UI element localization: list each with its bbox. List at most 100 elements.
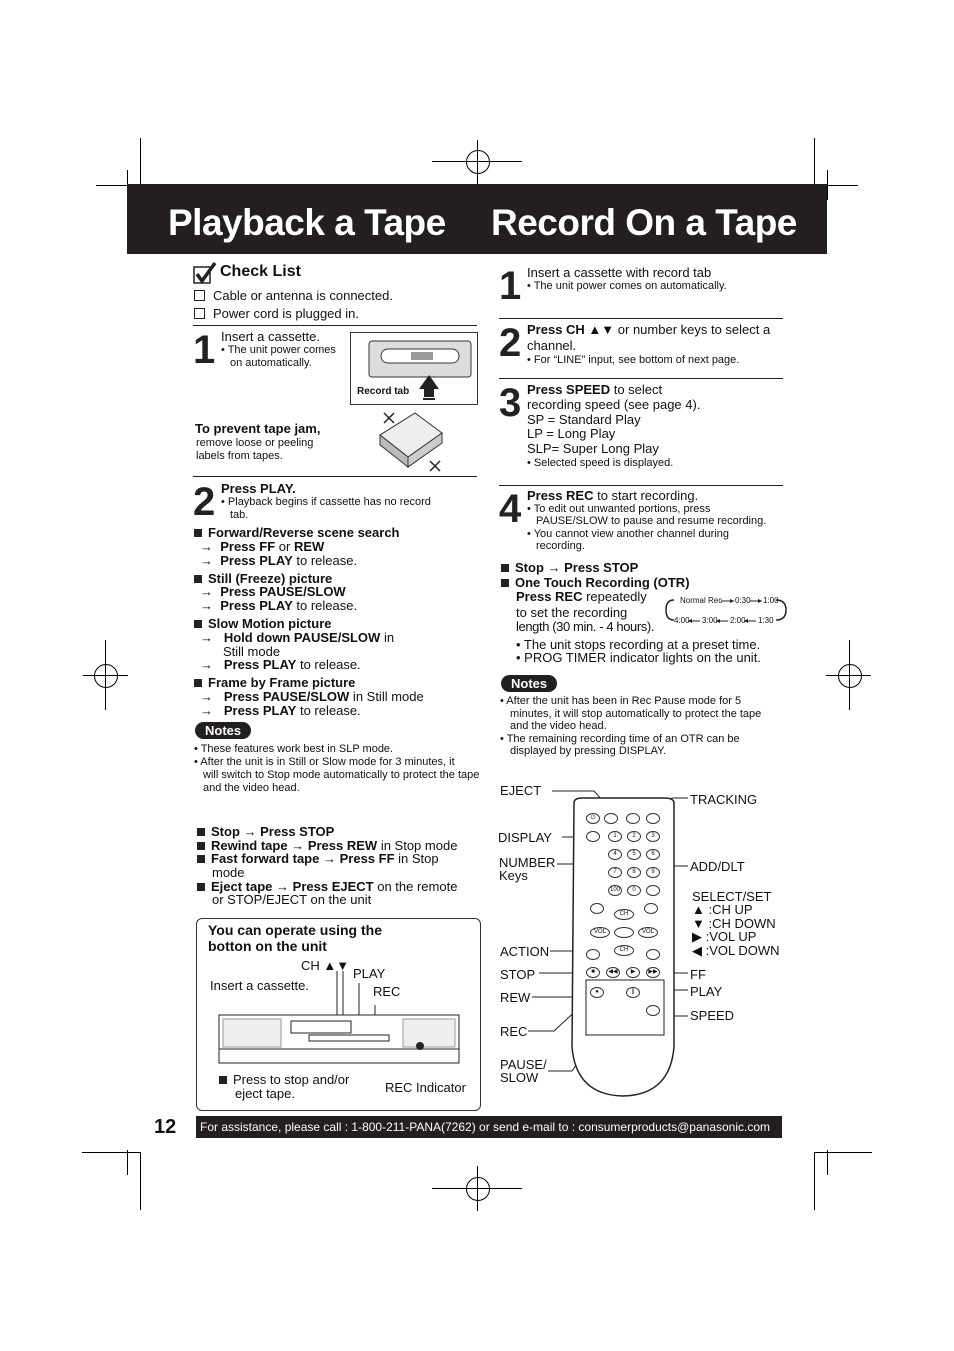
night-button[interactable] (626, 813, 640, 824)
unit-press-stop: eject tape. (235, 1086, 295, 1101)
mute-button[interactable] (590, 903, 604, 914)
step-text: Insert a cassette. (221, 329, 320, 344)
vol-up-button[interactable]: VOL (638, 927, 658, 938)
remote-label-ff: FF (690, 967, 706, 982)
otr-text: length (30 min. - 4 hours). (516, 619, 655, 634)
rec-button[interactable]: ● (590, 987, 604, 998)
step-note: • The unit power comes on automatically. (527, 280, 727, 292)
otr-text: Press REC repeatedly (516, 589, 647, 604)
tape-jam-text: labels from tapes. (196, 450, 283, 462)
number-key-6[interactable]: 6 (646, 849, 660, 860)
tape-jam-title: To prevent tape jam, (195, 421, 321, 436)
number-key-0[interactable]: 0 (627, 885, 641, 896)
step-text: Press CH ▲▼ or number keys to select a (527, 322, 771, 337)
step-text: Press SPEED to select (527, 382, 663, 397)
frame-line: → Press PAUSE/SLOW in Still mode (200, 689, 424, 704)
power-button[interactable]: ⏻ (586, 813, 600, 824)
cassette-icon (368, 340, 472, 400)
tape-jam-icon (379, 412, 443, 472)
number-key-4[interactable]: 4 (608, 849, 622, 860)
checklist-item: Power cord is plugged in. (194, 306, 359, 322)
otr-step: 2:00 (730, 616, 746, 625)
add-dlt-button[interactable] (646, 885, 660, 896)
rew-button[interactable]: ◀◀ (606, 967, 620, 978)
otr-bullet: • The unit stops recording at a preset t… (516, 637, 761, 652)
number-key-100[interactable]: 100 (608, 885, 622, 896)
play-button[interactable]: ▶ (626, 967, 640, 978)
ffrew-line: → Press FF or REW (200, 539, 325, 554)
number-key-8[interactable]: 8 (627, 867, 641, 878)
pause-slow-button[interactable]: ❙ (626, 987, 640, 998)
note-line: minutes, it will stop automatically to p… (510, 708, 762, 720)
step-text: recording speed (see page 4). (527, 397, 701, 412)
tape-jam-text: remove loose or peeling (196, 437, 314, 449)
number-key-3[interactable]: 3 (646, 831, 660, 842)
notes-label: Notes (195, 722, 252, 739)
step-number: 1 (193, 328, 216, 372)
slow-line: → Hold down PAUSE/SLOW in (200, 630, 395, 645)
number-key-2[interactable]: 2 (627, 831, 641, 842)
remote-label-tracking: TRACKING (690, 792, 758, 807)
vol-down-button[interactable]: VOL (590, 927, 610, 938)
ch-up-button[interactable]: CH (614, 909, 634, 920)
rec-stop: Stop → Press STOP (501, 560, 638, 576)
checklist-item: Cable or antenna is connected. (194, 288, 393, 304)
step-note: • For “LINE” input, see bottom of next p… (527, 354, 740, 366)
step-note: • You cannot view another channel during (527, 528, 730, 540)
stop-button[interactable]: ■ (586, 967, 600, 978)
step-text: Press REC to start recording. (527, 488, 699, 503)
sleep-button[interactable] (646, 813, 660, 824)
ff-button[interactable]: ▶▶ (646, 967, 660, 978)
unit-rec-indicator: REC Indicator (385, 1080, 466, 1095)
remote-label-play: PLAY (690, 984, 723, 999)
ffrew-title: Forward/Reverse scene search (194, 525, 400, 541)
otr-step: Normal Rec (680, 596, 723, 605)
display-button[interactable] (586, 831, 600, 842)
remote-label-adddlt: ADD/DLT (690, 859, 745, 874)
record-tab-label: Record tab (357, 386, 410, 397)
remote-label-speed: SPEED (690, 1008, 735, 1023)
page-number: 12 (154, 1116, 177, 1138)
prog-button[interactable] (646, 949, 660, 960)
cassette-illustration: Record tab (350, 332, 478, 405)
still-line: → Press PAUSE/SLOW (200, 584, 346, 599)
number-key-1[interactable]: 1 (608, 831, 622, 842)
search-button[interactable] (644, 903, 658, 914)
op-rewind: Rewind tape → Press REW in Stop mode (197, 838, 457, 854)
step-text: channel. (527, 338, 577, 353)
frame-title: Frame by Frame picture (194, 675, 355, 691)
remote-label-display: DISPLAY (498, 830, 552, 845)
otr-step: 4:00 (674, 616, 690, 625)
ch-down-button[interactable]: CH (614, 945, 634, 956)
step-note: • To edit out unwanted portions, press (527, 503, 711, 515)
title-banner: Playback a Tape Record On a Tape (127, 184, 827, 254)
number-key-9[interactable]: 9 (646, 867, 660, 878)
speed-button[interactable] (646, 1005, 660, 1016)
still-title: Still (Freeze) picture (194, 571, 332, 587)
number-key-5[interactable]: 5 (627, 849, 641, 860)
note-line: • After the unit has been in Rec Pause m… (500, 695, 742, 707)
step-note: • Playback begins if cassette has no rec… (221, 496, 431, 508)
step-number: 3 (499, 381, 522, 425)
note-line: • The remaining recording time of an OTR… (500, 733, 740, 745)
select-set-button[interactable] (614, 927, 634, 938)
step-note: PAUSE/SLOW to pause and resume recording… (536, 515, 767, 527)
note-line: • After the unit is in Still or Slow mod… (194, 756, 455, 768)
number-key-7[interactable]: 7 (608, 867, 622, 878)
otr-step: 1:00 (763, 596, 779, 605)
unit-box-title: You can operate using the (208, 922, 382, 938)
speed-sp: SP = Standard Play (527, 412, 641, 427)
action-button[interactable] (586, 949, 600, 960)
remote-label-select: SELECT/SET (692, 889, 772, 904)
step-number: 2 (193, 480, 216, 524)
op-eject: Eject tape → Press EJECT on the remote (197, 879, 457, 895)
remote-label-pause: SLOW (500, 1070, 539, 1085)
vcr-unit-illustration (218, 971, 460, 1064)
eject-button[interactable] (604, 813, 618, 824)
remote-label-eject: EJECT (500, 783, 542, 798)
step-note: recording. (536, 540, 585, 552)
unit-ch-label: CH ▲▼ (301, 958, 350, 973)
step-title: Press PLAY. (221, 481, 296, 496)
remote-label-action: ACTION (500, 944, 550, 959)
otr-step: 0:30 (735, 596, 751, 605)
